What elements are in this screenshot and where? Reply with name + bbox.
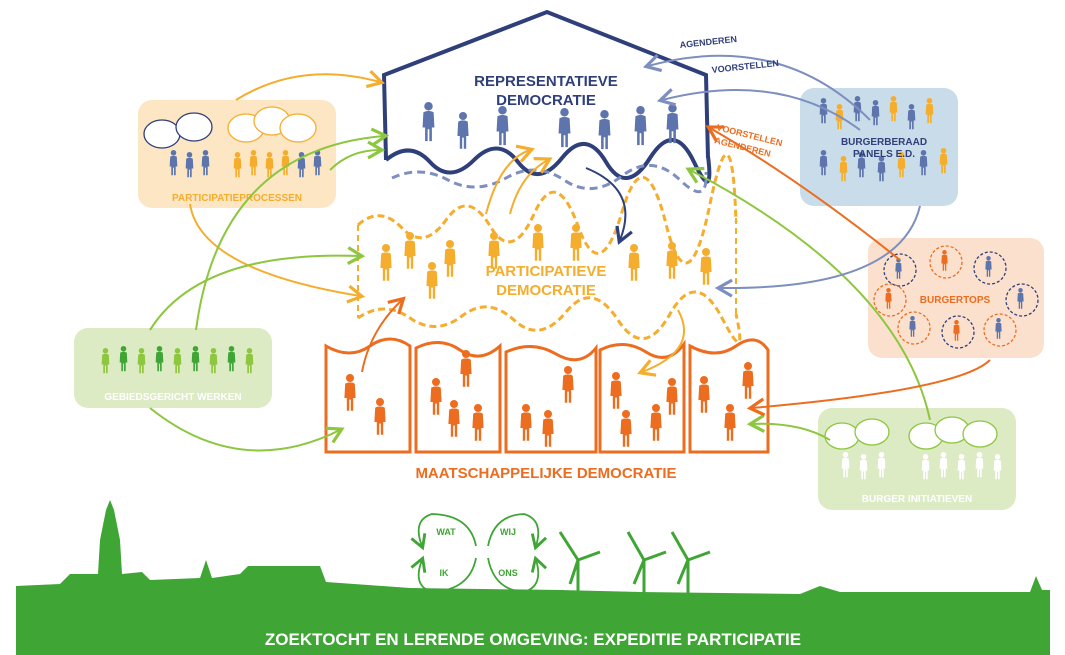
wind-turbine-icon	[558, 531, 711, 624]
burgerinitiatieven-box: BURGER INITIATIEVEN	[818, 408, 1016, 510]
gebiedsgericht-label: GEBIEDSGERICHT WERKEN	[104, 392, 241, 403]
representatieve-democratie-house: REPRESENTATIEVE DEMOCRATIE	[381, 9, 712, 194]
people-group-icon	[344, 350, 754, 447]
connector-arrows	[149, 53, 991, 452]
burgertops-box: BURGERTOPS	[868, 238, 1044, 358]
participatieve-title-line2: DEMOCRATIE	[496, 282, 596, 299]
cycle-ons-label: ONS	[498, 568, 518, 578]
people-group-icon	[422, 102, 679, 150]
representatieve-title-line1: REPRESENTATIEVE	[474, 73, 618, 90]
burgerinitiatieven-label: BURGER INITIATIEVEN	[862, 494, 972, 505]
participatieve-democratie-band: PARTICIPATIEVE DEMOCRATIE	[356, 153, 742, 344]
wat-wij-ik-ons-cycle	[410, 513, 548, 593]
burgertops-label: BURGERTOPS	[920, 295, 991, 306]
panels-label: PANELS E.D.	[853, 149, 915, 160]
agenderen-top-label: AGENDEREN	[679, 34, 737, 50]
circle-groups-icon	[873, 245, 1039, 349]
voorstellen-top-label: VOORSTELLEN	[711, 58, 779, 75]
cycle-ik-label: IK	[440, 568, 450, 578]
windmill-icon	[805, 595, 827, 617]
burgerberaad-box: BURGERBERAAD PANELS E.D.	[800, 88, 958, 206]
participatieprocessen-label: PARTICIPATIEPROCESSEN	[172, 193, 302, 204]
representatieve-title-line2: DEMOCRATIE	[496, 92, 596, 109]
footer-banner-text: ZOEKTOCHT EN LERENDE OMGEVING: EXPEDITIE…	[265, 630, 801, 649]
maatschappelijke-label: MAATSCHAPPELIJKE DEMOCRATIE	[415, 465, 676, 482]
burgerberaad-label: BURGERBERAAD	[841, 137, 927, 148]
participatieve-title-line1: PARTICIPATIEVE	[486, 263, 607, 280]
city-skyline	[16, 500, 1050, 655]
participatieprocessen-box: PARTICIPATIEPROCESSEN	[138, 100, 336, 208]
cycle-wij-label: WIJ	[500, 527, 516, 537]
cycle-wat-label: WAT	[436, 527, 456, 537]
speech-bubbles-icon	[143, 106, 317, 149]
gebiedsgericht-box: GEBIEDSGERICHT WERKEN	[74, 328, 272, 408]
speech-bubbles-icon	[824, 416, 998, 450]
